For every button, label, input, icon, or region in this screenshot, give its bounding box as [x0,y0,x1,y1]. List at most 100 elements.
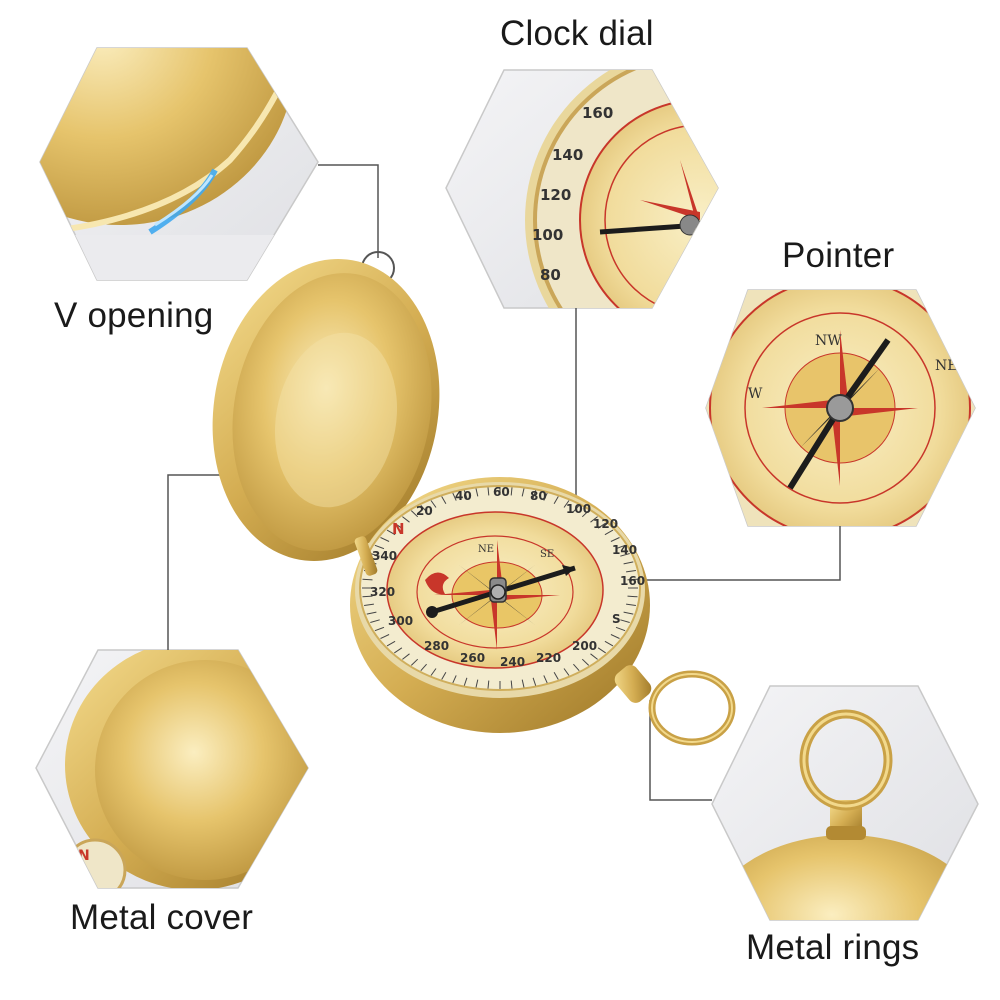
dial-tick [532,490,537,499]
svg-text:NW: NW [815,333,842,349]
dial-number: S [612,612,621,626]
dial-tick [521,488,525,497]
dial-tick [532,677,537,686]
hexagon-clock-dial: 140 160 120 100 80 [445,69,719,309]
svg-text:120: 120 [540,186,571,204]
dial-tick [364,603,374,606]
dial-number: 100 [566,502,591,516]
dial-tick [615,544,626,550]
hexagon-metal-cover: N [35,649,309,889]
hexagon-pointer: NW NE W [705,289,976,527]
dial-tick [581,658,590,666]
dial-tick [563,668,570,676]
dial-number: 20 [416,504,433,518]
dial-north-letter: N [392,520,405,538]
dial-tick [394,647,403,654]
fleur-de-lis-decoration [425,572,449,595]
dial-tick [463,677,468,686]
dial-tick [362,595,373,598]
dial-tick [386,640,396,647]
dial-tick [380,537,390,542]
callout-pointer: Pointer [782,236,895,275]
dial-number: 280 [424,639,449,653]
dial-number: 240 [500,655,525,669]
dial-tick [452,492,457,501]
dial-tick [410,658,419,666]
dial-tick [543,492,548,501]
dial-tick [374,626,385,632]
dial-tick [563,500,570,508]
dial-tick [362,578,373,581]
dial-tick [590,653,598,660]
svg-text:160: 160 [582,104,613,122]
dial-tick [394,522,403,529]
svg-text:80: 80 [540,266,561,284]
dial-tick [590,516,598,523]
dial-tick [604,529,614,536]
dial-tick [366,611,377,615]
dial-tick [626,603,636,606]
dial-tick [410,510,419,518]
dial-tick [487,487,490,496]
dial-tick [386,529,396,536]
dial-tick [604,640,614,647]
dial-tick [441,496,447,504]
dial-tick [510,487,513,496]
svg-text:W: W [748,386,763,402]
dial-tick [452,675,457,684]
svg-text:NE: NE [935,358,957,374]
callout-metal-rings: Metal rings [746,928,920,967]
dial-number: 140 [612,543,637,557]
hexagon-metal-rings [711,685,979,921]
lid-hinge [354,536,378,576]
dial-tick [610,537,620,542]
compass-needle [426,565,576,618]
callout-metal-cover: Metal cover [70,898,254,937]
dial-tick [615,626,626,632]
dial-number: 60 [493,485,510,499]
dial-number: 300 [388,614,413,628]
dial-number: 80 [530,489,547,503]
dial-tick [475,488,479,497]
compass-lid [212,259,440,561]
svg-text:N: N [78,848,90,864]
dial-ticks [362,487,638,689]
callout-v-opening: V opening [54,296,214,335]
dial-tick [430,668,437,676]
compass-body: 20 40 60 80 100 120 140 160 S 200 220 24… [350,477,650,733]
dial-tick [370,553,380,557]
dial-number: 260 [460,651,485,665]
dial-tick [402,653,410,660]
dial-tick [510,680,513,689]
dial-tick [441,672,447,680]
dial-tick [553,496,559,504]
dial-tick [623,611,634,615]
compass-crown-and-ring [614,665,736,746]
svg-text:140: 140 [552,146,583,164]
leader-pointer [640,526,841,581]
dial-tick [623,561,634,565]
dial-tick [610,634,620,639]
dial-tick [553,672,559,680]
rose-label-se: SE [540,549,554,560]
dial-tick [627,578,638,581]
dial-tick [620,619,630,623]
dial-tick [380,634,390,639]
dial-tick [430,500,437,508]
dial-tick [487,680,490,689]
dial-tick [521,679,525,688]
dial-tick [597,647,606,654]
dial-tick [543,675,548,684]
dial-tick [475,679,479,688]
dial-tick [626,570,636,573]
dial-number: 320 [370,585,395,599]
leader-v-opening [318,164,379,258]
dial-tick [420,663,427,672]
dial-tick [374,544,385,550]
leader-metal-rings [649,700,712,801]
dial-number: 120 [593,517,618,531]
dial-tick [620,553,630,557]
callout-clock-dial: Clock dial [500,14,654,53]
dial-tick [627,595,638,598]
